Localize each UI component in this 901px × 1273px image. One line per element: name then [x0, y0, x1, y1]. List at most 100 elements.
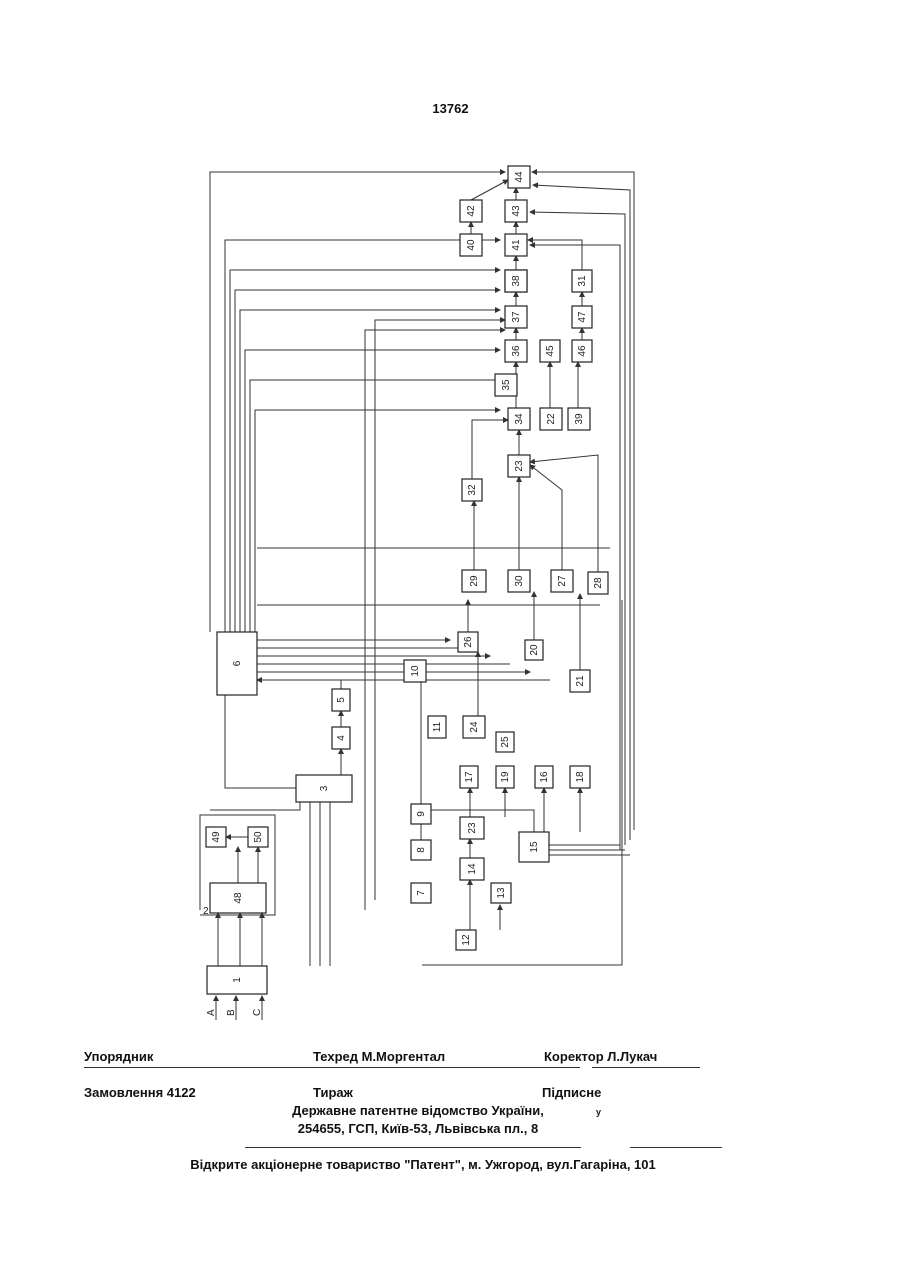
block-21: 21	[570, 670, 590, 692]
block-7: 7	[411, 883, 431, 903]
block-9: 9	[411, 804, 431, 824]
wire	[375, 320, 505, 900]
block-label: 18	[575, 771, 586, 783]
wire	[422, 600, 622, 965]
wire	[235, 290, 500, 632]
block-label: 49	[211, 831, 222, 843]
wire	[471, 180, 508, 200]
block-label: 47	[577, 311, 588, 323]
block-43: 43	[505, 200, 527, 222]
block-label: 5	[336, 697, 347, 703]
block-label: 26	[463, 636, 474, 648]
block-37: 37	[505, 306, 527, 328]
block-label: 8	[416, 847, 427, 853]
block-23: 23	[508, 455, 530, 477]
block-20: 20	[525, 640, 543, 660]
block-label: 34	[514, 413, 525, 425]
block-label: 24	[469, 721, 480, 733]
block-13: 13	[491, 883, 511, 903]
block-label: 22	[546, 413, 557, 425]
order-label: Замовлення 4122	[84, 1085, 196, 1100]
compiler-label: Упорядник	[84, 1049, 153, 1064]
block-label: 28	[593, 577, 604, 589]
block-44: 44	[508, 166, 530, 188]
block-label: 31	[577, 275, 588, 287]
block-label: 21	[575, 675, 586, 687]
wire	[225, 240, 500, 632]
block-label: 1	[232, 977, 243, 983]
block-22: 22	[540, 408, 562, 430]
corrector-label: Коректор Л.Лукач	[544, 1049, 657, 1064]
block-label: 20	[529, 644, 540, 656]
block-label: 50	[253, 831, 264, 843]
block-label: 14	[467, 863, 478, 875]
block-label: 29	[469, 575, 480, 587]
block-label: 11	[432, 721, 443, 732]
wire	[257, 680, 341, 689]
circulation-label: Тираж	[313, 1085, 353, 1100]
block-19: 19	[496, 766, 514, 788]
block-35: 35	[495, 374, 517, 396]
stray-mark: у	[596, 1107, 601, 1117]
wire	[225, 695, 296, 788]
block-label: 19	[500, 771, 511, 783]
block-18: 18	[570, 766, 590, 788]
block-16: 16	[535, 766, 553, 788]
block-8: 8	[411, 840, 431, 860]
block-32: 32	[462, 479, 482, 501]
block-label: 23	[467, 822, 478, 834]
techred-label: Техред М.Моргентал	[313, 1049, 445, 1064]
block-27: 27	[551, 570, 573, 592]
block-1: 1	[207, 966, 267, 994]
block-label: 3	[319, 785, 330, 791]
block-label: 15	[529, 841, 540, 853]
input-label: A	[206, 1009, 217, 1016]
block-29: 29	[462, 570, 486, 592]
block-48: 48	[210, 883, 266, 913]
block-label: 36	[511, 345, 522, 357]
input-label: C	[252, 1009, 263, 1016]
block-24: 24	[463, 716, 485, 738]
block-label: 25	[500, 736, 511, 748]
block-label: 23	[514, 460, 525, 472]
side-label: 2	[203, 906, 209, 917]
wire	[210, 790, 300, 810]
block-label: 17	[464, 771, 475, 783]
block-label: 42	[466, 205, 477, 217]
block-42: 42	[460, 200, 482, 222]
block-label: 41	[511, 239, 522, 251]
block-label: 37	[511, 311, 522, 323]
block-label: 30	[514, 575, 525, 587]
block-label: 43	[511, 205, 522, 217]
wire	[255, 410, 500, 632]
block-36: 36	[505, 340, 527, 362]
publisher-line: Відкрите акціонерне товариство "Патент",…	[0, 1157, 846, 1172]
block-14: 14	[460, 858, 484, 880]
block-label: 6	[232, 660, 243, 666]
block-label: 46	[577, 345, 588, 357]
block-label: 16	[539, 771, 550, 783]
office-line-2: 254655, ГСП, Київ-53, Львівська пл., 8	[0, 1121, 836, 1136]
office-line-1: Державне патентне відомство України,	[0, 1103, 836, 1118]
block-3: 3	[296, 775, 352, 802]
block-10: 10	[404, 660, 426, 682]
block-5: 5	[332, 689, 350, 711]
block-15: 15	[519, 832, 549, 862]
block-31: 31	[572, 270, 592, 292]
block-12: 12	[456, 930, 476, 950]
subscription-label: Підписне	[542, 1085, 601, 1100]
block-label: 12	[461, 934, 472, 946]
footer-rule-2	[592, 1067, 700, 1068]
block-49: 49	[206, 827, 226, 847]
block-11: 11	[428, 716, 446, 738]
block-34: 34	[508, 408, 530, 430]
wire	[530, 465, 562, 570]
block-45: 45	[540, 340, 560, 362]
block-6: 6	[217, 632, 257, 695]
block-28: 28	[588, 572, 608, 594]
block-39: 39	[568, 408, 590, 430]
block-label: 9	[416, 811, 427, 817]
input-label: B	[226, 1009, 237, 1016]
block-30: 30	[508, 570, 530, 592]
